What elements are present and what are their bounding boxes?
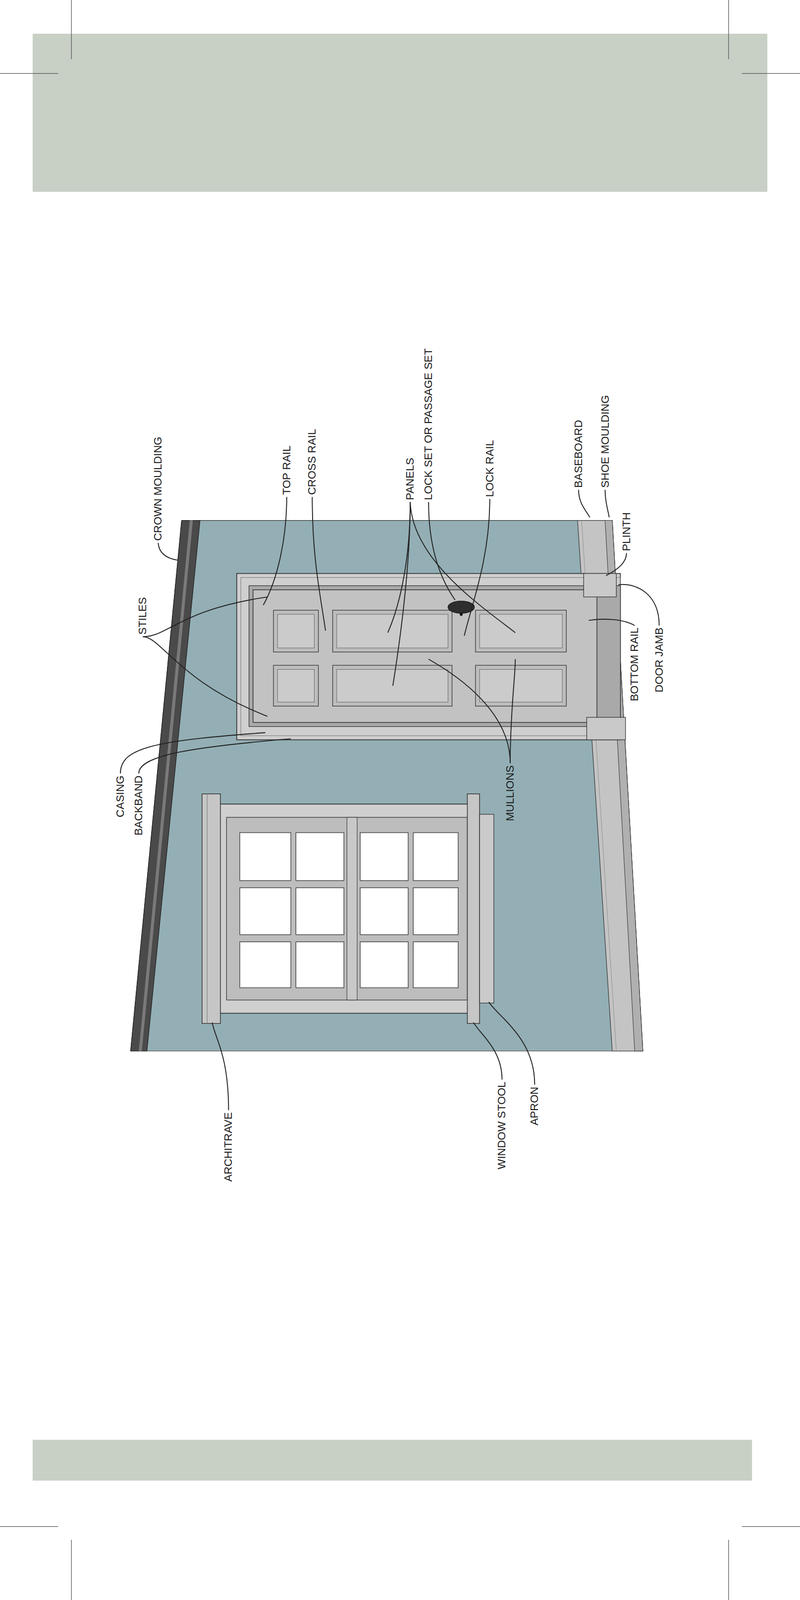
header-band (32, 33, 768, 192)
window-casing (209, 803, 475, 1014)
part-label: LOCK RAIL (484, 439, 496, 497)
architrave-head (202, 794, 221, 1024)
part-label: DOOR JAMB (653, 627, 665, 693)
part-label: WINDOW STOOL (496, 1081, 508, 1170)
window-panes (239, 832, 459, 988)
door-jamb (249, 585, 621, 727)
part-label: PLINTH (621, 512, 633, 551)
wall (130, 520, 643, 1052)
part-label: APRON (529, 1086, 540, 1126)
part-label: BOTTOM RAIL (629, 627, 640, 702)
part-label: CROWN MOULDING (152, 436, 164, 541)
crown-moulding (130, 520, 201, 1052)
part-label: SHOE MOULDING (599, 395, 611, 488)
footer-band (32, 1440, 752, 1481)
door-casing (236, 573, 621, 741)
window-apron (479, 814, 494, 1004)
window-stool (467, 794, 480, 1024)
part-label: CROSS RAIL (306, 428, 318, 495)
door-panels (273, 610, 567, 707)
part-label: PANELS (404, 457, 416, 500)
part-label: ARCHITRAVE (222, 1112, 234, 1182)
part-label: TOP RAIL (281, 445, 293, 495)
door-slab (253, 589, 597, 723)
leader-lines (120, 489, 660, 1111)
plinth-block (586, 717, 626, 740)
plinth-block (583, 573, 617, 597)
part-label: CASING (114, 775, 126, 818)
part-label: MULLIONS (504, 765, 516, 821)
window-sash (226, 817, 468, 1001)
part-label: LOCK SET OR PASSAGE SET (423, 348, 434, 500)
part-label: BACKBAND (133, 775, 145, 836)
part-label: STILES (137, 596, 149, 635)
part-label: BASEBOARD (573, 420, 585, 488)
